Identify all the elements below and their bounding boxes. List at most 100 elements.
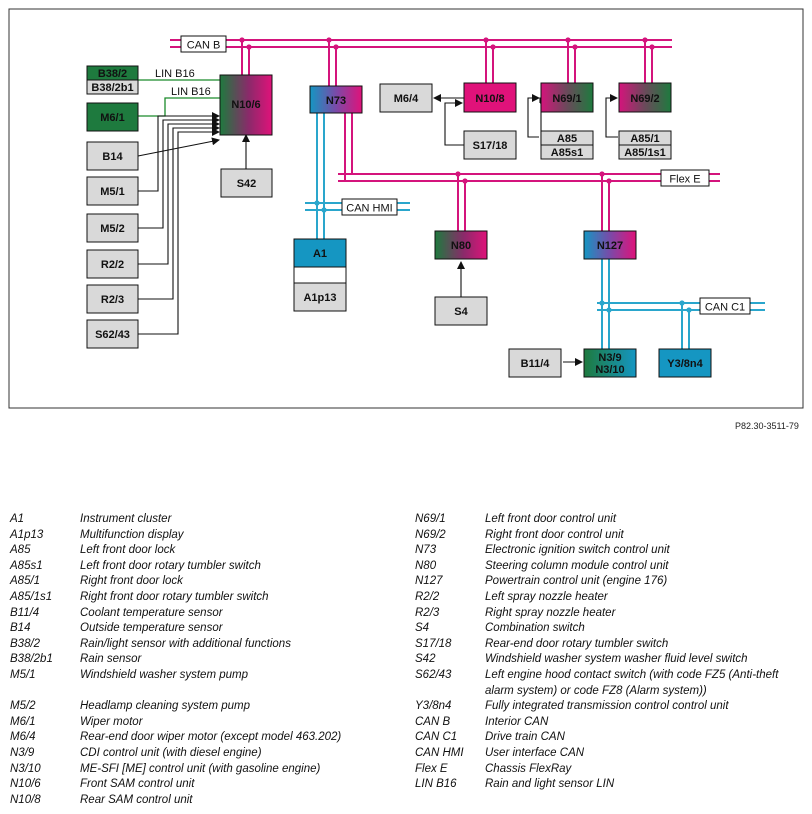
can-hmi-junctions — [314, 200, 327, 213]
module-a85-1[interactable]: A85/1 — [618, 130, 672, 146]
legend-code: S62/43 — [415, 668, 452, 681]
legend-desc: Front SAM control unit — [80, 778, 195, 791]
module-n10-6[interactable]: N10/6 — [219, 74, 273, 136]
module-s62-43[interactable]: S62/43 — [86, 319, 139, 349]
legend-desc: Combination switch — [485, 622, 585, 635]
module-s42[interactable]: S42 — [220, 168, 273, 198]
module-b38-2-label: B38/2 — [98, 68, 127, 80]
module-r2-3[interactable]: R2/3 — [86, 284, 139, 314]
module-n10-8[interactable]: N10/8 — [463, 82, 517, 113]
module-b14[interactable]: B14 — [86, 141, 139, 171]
module-m5-2[interactable]: M5/2 — [86, 213, 139, 243]
legend-desc: Right front door control unit — [485, 528, 624, 541]
module-a85s1[interactable]: A85s1 — [540, 144, 594, 160]
legend-desc: Fully integrated transmission control co… — [485, 700, 729, 713]
module-a1-label: A1 — [313, 248, 327, 260]
legend-desc: Rain sensor — [80, 653, 142, 666]
legend-code: LIN B16 — [415, 778, 457, 791]
legend-row: S17/18 Rear-end door rotary tumbler switc… — [415, 637, 800, 653]
module-n80-label: N80 — [451, 240, 471, 252]
module-a85-1s1[interactable]: A85/1s1 — [618, 144, 672, 160]
module-n69-1[interactable]: N69/1 — [540, 82, 594, 113]
legend-code: A1p13 — [10, 528, 44, 541]
module-a85-1-label: A85/1 — [630, 133, 659, 145]
legend-code: CAN C1 — [415, 731, 458, 744]
module-b11-4-label: B11/4 — [521, 358, 551, 370]
module-b11-4[interactable]: B11/4 — [508, 348, 562, 378]
module-a85-label: A85 — [557, 133, 577, 145]
module-n10-8-label: N10/8 — [475, 93, 504, 105]
module-m6-4[interactable]: M6/4 — [379, 83, 433, 113]
module-a1[interactable]: A1 — [293, 238, 347, 268]
legend-code: B14 — [10, 622, 31, 635]
legend-code: A85/1 — [10, 575, 41, 588]
module-s17-18-label: S17/18 — [473, 140, 508, 152]
legend-desc: Outside temperature sensor — [80, 622, 223, 635]
a1-connector — [293, 266, 347, 284]
lin-b16-label-a: LIN B16 — [155, 68, 195, 80]
legend-desc: User interface CAN — [485, 746, 585, 759]
module-m6-1[interactable]: M6/1 — [86, 102, 139, 132]
legend-desc: Rain and light sensor LIN — [485, 778, 615, 791]
legend-desc: Windshield washer system pump — [80, 668, 248, 681]
module-r2-3-label: R2/3 — [101, 294, 124, 306]
legend-code: B11/4 — [10, 606, 40, 619]
legend-desc: Chassis FlexRay — [485, 762, 572, 775]
module-y3-8n4[interactable]: Y3/8n4 — [658, 348, 712, 378]
module-n3-9-n3-10[interactable]: N3/9 N3/10 — [583, 348, 637, 378]
module-n127[interactable]: N127 — [583, 230, 637, 260]
legend-desc: Rear-end door rotary tumbler switch — [485, 637, 669, 650]
module-n73[interactable]: N73 — [309, 85, 363, 114]
module-s17-18[interactable]: S17/18 — [463, 130, 517, 160]
flex-e-junctions — [455, 171, 612, 184]
module-r2-2-label: R2/2 — [101, 259, 124, 271]
legend-desc: Instrument cluster — [80, 513, 172, 525]
legend-code: B38/2b1 — [10, 653, 53, 666]
module-m6-4-label: M6/4 — [394, 93, 419, 105]
module-r2-2[interactable]: R2/2 — [86, 249, 139, 279]
module-m5-1-label: M5/1 — [100, 186, 124, 198]
module-b38-2b1[interactable]: B38/2b1 — [86, 79, 139, 95]
legend-desc: Electronic ignition switch control unit — [485, 544, 670, 557]
legend-desc: ME-SFI [ME] control unit (with gasoline … — [80, 762, 321, 775]
legend-code: S17/18 — [415, 637, 452, 650]
can-c1-label-box — [699, 297, 751, 315]
module-a85-1s1-label: A85/1s1 — [624, 147, 666, 159]
module-n80[interactable]: N80 — [434, 230, 488, 260]
lin-b16-label-b: LIN B16 — [171, 86, 211, 98]
legend-desc: Coolant temperature sensor — [80, 606, 223, 619]
module-m5-1[interactable]: M5/1 — [86, 176, 139, 206]
network-diagram-svg: CAN B Flex E CAN HMI C — [8, 8, 804, 409]
legend-code: R2/2 — [415, 590, 440, 603]
legend-row: LIN B16 Rain and light sensor LIN — [415, 777, 800, 793]
module-b38-2[interactable]: B38/2 — [86, 65, 139, 81]
legend-code: M6/1 — [10, 715, 36, 728]
legend-desc: CDI control unit (with diesel engine) — [80, 746, 262, 759]
can-b-label: CAN B — [187, 40, 221, 52]
flex-e-label-box — [660, 169, 710, 187]
module-s4[interactable]: S4 — [434, 296, 488, 326]
module-a85[interactable]: A85 — [540, 130, 594, 146]
legend-desc: Right front door rotary tumbler switch — [80, 590, 269, 603]
module-a1p13[interactable]: A1p13 — [293, 282, 347, 312]
legend-desc: Rear SAM control unit — [80, 793, 193, 806]
module-n69-2[interactable]: N69/2 — [618, 82, 672, 113]
legend-code: N10/8 — [10, 793, 41, 806]
module-a85s1-label: A85s1 — [551, 147, 583, 159]
legend-code: B38/2 — [10, 637, 41, 650]
flex-e-label: Flex E — [669, 174, 700, 186]
